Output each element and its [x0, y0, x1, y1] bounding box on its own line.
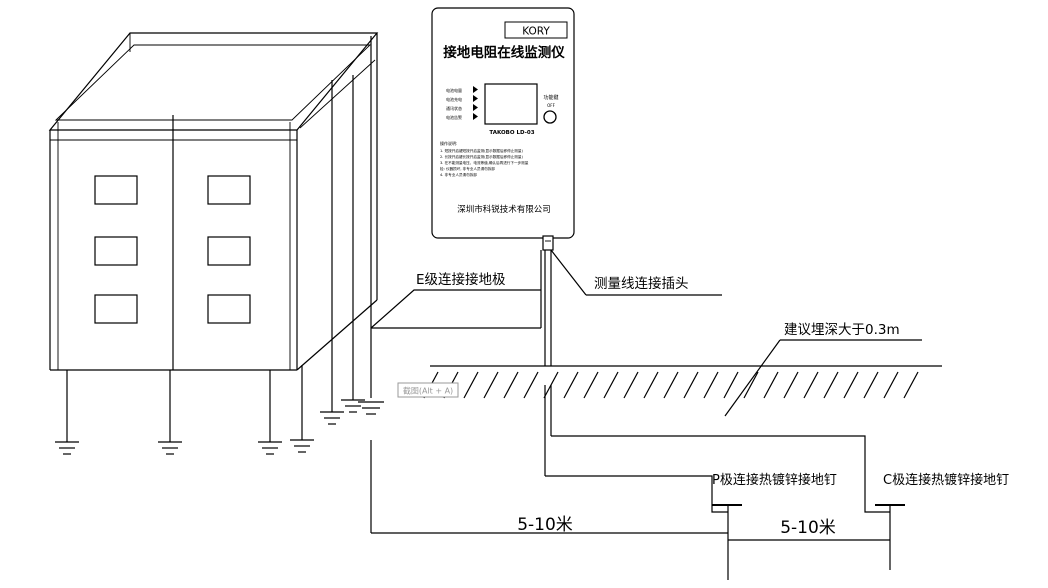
instructions-title: 操作说明: [440, 140, 457, 146]
ground-hatch-line [743, 371, 759, 399]
knob-sublabel: OFF [547, 103, 555, 108]
ground-hatch-line [783, 371, 799, 399]
ground-hatch-line [703, 371, 719, 399]
ground-hatch-line [723, 371, 739, 399]
instruction-line: 4. 非专业人员请勿拆卸 [440, 172, 477, 177]
ground-icon [158, 441, 182, 455]
ground-hatch-line [683, 371, 699, 399]
ground-icon [55, 441, 79, 455]
ground-hatch-line [503, 371, 519, 399]
instruction-line: 1. 短按开启键短按开启监测(显示数据后即停止测量) [440, 148, 523, 153]
ground-hatch-line [483, 371, 499, 399]
ground-hatch-line [463, 371, 479, 399]
function-knob-icon [543, 110, 557, 124]
monitor-device: KORY 接地电阻在线监测仪 电池电量 电池充电 通讯状态 电池告警 TAKOB… [431, 7, 575, 251]
indicator-arrow-icon [473, 95, 478, 102]
company-label: 深圳市科锐技术有限公司 [457, 204, 551, 215]
ground-hatch-line [823, 371, 839, 399]
indicator-label: 电池告警 [446, 114, 462, 120]
p-pole-label: P极连接热镀锌接地钉 [712, 472, 837, 488]
ground-hatch-line [523, 371, 539, 399]
ground-hatch-line [643, 371, 659, 399]
indicator-label: 电池充电 [446, 96, 462, 102]
device-title: 接地电阻在线监测仪 [443, 44, 565, 61]
ground-icon [290, 439, 314, 453]
cabinet-window [94, 236, 138, 266]
ground-hatch-line [583, 371, 599, 399]
cabinet-window [207, 294, 251, 324]
ground-hatch-line [903, 371, 919, 399]
ground-icon [358, 401, 384, 415]
ground-hatch-line [803, 371, 819, 399]
ground-hatch-line [563, 371, 579, 399]
ground-hatch-line [763, 371, 779, 399]
brand-box [504, 21, 568, 39]
c-stake: C极连接热镀锌接地钉 [875, 472, 1009, 570]
connector-plug [542, 235, 554, 251]
ground-hatch-line [883, 371, 899, 399]
ground-icon [320, 411, 344, 425]
cabinet-top-inner [54, 44, 372, 121]
brand-label: KORY [522, 26, 550, 38]
distance-label-p-c: 5-10米 [780, 518, 836, 538]
measurement-cables: 测量线连接插头 [544, 249, 890, 513]
ground-surface: 建议埋深大于0.3m [423, 322, 942, 417]
cabinet-top [48, 32, 379, 131]
ground-icon [258, 441, 282, 455]
watermark-label: 截图(Alt + A) [403, 386, 453, 396]
ground-hatch-line [603, 371, 619, 399]
indicator-label: 通讯状态 [446, 105, 462, 111]
cabinet-window [207, 175, 251, 205]
cabinet-window [94, 175, 138, 205]
instruction-line: 检: 仪器损坏, 非专业人员请勿拆卸 [440, 166, 495, 171]
ground-icon [341, 399, 365, 413]
knob-label: 功能键 [543, 94, 558, 101]
distance-dimension: 5-10米 5-10米 [517, 515, 890, 541]
lcd-screen [484, 83, 538, 125]
ground-hatch-line [863, 371, 879, 399]
indicator-arrow-icon [473, 86, 478, 93]
ground-hatch-line [843, 371, 859, 399]
p-stake: P极连接热镀锌接地钉 [712, 472, 837, 580]
instruction-line: 3. 在不能测量电压、电流等值,确认后再进行下一步测量 [440, 160, 529, 165]
indicator-label: 电池电量 [446, 87, 462, 93]
depth-label: 建议埋深大于0.3m [784, 322, 900, 338]
model-label: TAKOBO LD-03 [489, 130, 534, 136]
ground-hatch-line [543, 371, 559, 399]
c-pole-label: C极连接热镀锌接地钉 [883, 472, 1009, 488]
instruction-line: 2. 长按开启键长按开启监测(显示数据后即停止测量) [440, 154, 523, 159]
ground-hatch-line [663, 371, 679, 399]
indicator-arrow-icon [473, 104, 478, 111]
ground-symbols [55, 399, 384, 455]
e-electrode-wiring: E级连接接地极 [370, 36, 728, 534]
cabinet-window [94, 294, 138, 324]
screenshot-tooltip: 截图(Alt + A) [397, 382, 459, 398]
e-pole-label: E级连接接地极 [416, 271, 506, 288]
indicator-arrow-icon [473, 113, 478, 120]
ground-hatch-line [623, 371, 639, 399]
plug-label: 测量线连接插头 [594, 275, 689, 292]
cabinet-window [207, 236, 251, 266]
distance-label-e-p: 5-10米 [517, 515, 573, 535]
cabinet [48, 32, 379, 442]
